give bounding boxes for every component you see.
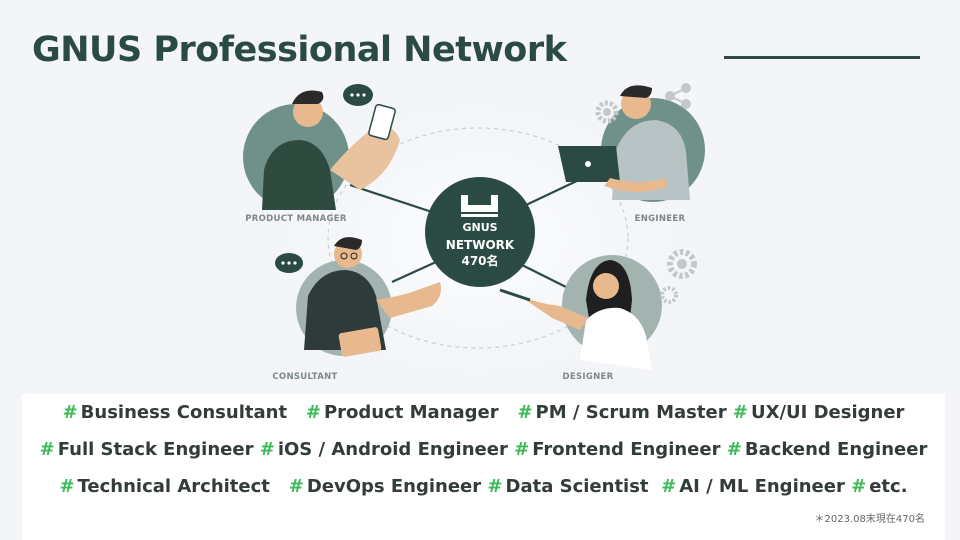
- tag-label: Data Scientist: [506, 476, 649, 497]
- hash-icon: #: [727, 439, 742, 460]
- tag-label: PM / Scrum Master: [536, 402, 727, 423]
- hash-icon: #: [59, 476, 74, 497]
- hash-icon: #: [289, 476, 304, 497]
- tags-line-3: #Technical Architect #DevOps Engineer #D…: [22, 476, 945, 497]
- tag-item: #Business Consultant: [63, 402, 288, 423]
- tag-item: #AI / ML Engineer: [661, 476, 845, 497]
- tag-label: Full Stack Engineer: [58, 439, 254, 460]
- chat-bubble-icon: [275, 253, 303, 273]
- hash-icon: #: [63, 402, 78, 423]
- hash-icon: #: [260, 439, 275, 460]
- tag-item: #iOS / Android Engineer: [260, 439, 508, 460]
- tag-label: UX/UI Designer: [751, 402, 904, 423]
- hash-icon: #: [487, 476, 502, 497]
- hash-icon: #: [517, 402, 532, 423]
- footnote: ＊2023.08末現在470名: [815, 510, 925, 525]
- tags-line-1: #Business Consultant #Product Manager #P…: [22, 402, 945, 423]
- hash-icon: #: [661, 476, 676, 497]
- network-diagram: PRODUCT MANAGER ENGINEER CONSULTANT: [0, 0, 960, 400]
- tag-item: #PM / Scrum Master: [517, 402, 726, 423]
- tag-label: Frontend Engineer: [532, 439, 720, 460]
- tag-item: #etc.: [851, 476, 907, 497]
- tag-item: #Backend Engineer: [727, 439, 928, 460]
- tag-label: iOS / Android Engineer: [278, 439, 508, 460]
- tag-item: #Frontend Engineer: [514, 439, 720, 460]
- hash-icon: #: [514, 439, 529, 460]
- role-label-designer: DESIGNER: [563, 372, 614, 382]
- tags-line-2: #Full Stack Engineer #iOS / Android Engi…: [22, 439, 945, 460]
- tag-item: #UX/UI Designer: [733, 402, 905, 423]
- tag-item: #Technical Architect: [59, 476, 269, 497]
- hash-icon: #: [306, 402, 321, 423]
- tag-item: #DevOps Engineer: [289, 476, 481, 497]
- chat-bubble-icon: [343, 84, 373, 106]
- hash-icon: #: [40, 439, 55, 460]
- tag-label: Business Consultant: [81, 402, 287, 423]
- role-label-engineer: ENGINEER: [635, 214, 686, 224]
- tag-item: #Full Stack Engineer: [40, 439, 254, 460]
- role-label-consultant: CONSULTANT: [272, 372, 337, 382]
- hash-icon: #: [733, 402, 748, 423]
- tag-label: AI / ML Engineer: [679, 476, 845, 497]
- hub-logo-text: GNUS: [462, 221, 497, 234]
- hub-member-count: 470名: [461, 253, 498, 268]
- hub-network-label: NETWORK: [446, 238, 515, 252]
- role-tags-panel: #Business Consultant #Product Manager #P…: [22, 394, 945, 540]
- tag-item: #Product Manager: [306, 402, 499, 423]
- tag-label: etc.: [869, 476, 907, 497]
- role-label-product-manager: PRODUCT MANAGER: [245, 214, 347, 224]
- tag-label: Product Manager: [324, 402, 499, 423]
- tag-label: Technical Architect: [78, 476, 270, 497]
- network-hub: GNUS NETWORK 470名: [425, 177, 535, 287]
- hash-icon: #: [851, 476, 866, 497]
- tag-label: DevOps Engineer: [307, 476, 481, 497]
- tag-item: #Data Scientist: [487, 476, 648, 497]
- tag-label: Backend Engineer: [745, 439, 927, 460]
